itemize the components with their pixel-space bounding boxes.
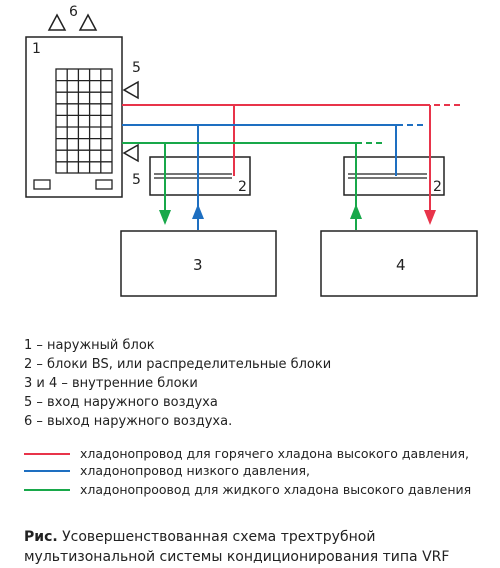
label-bs-left: 2: [238, 179, 247, 195]
vrf-diagram: 1 6 5 5 2 2 3 4: [25, 4, 478, 297]
bs-unit-left: 2: [149, 156, 251, 196]
swatch-low-pressure: [24, 470, 70, 472]
outlet-arrows-icon: [47, 13, 98, 31]
label-indoor-4: 4: [396, 256, 406, 274]
outdoor-unit: 1: [25, 36, 123, 198]
legend-item-5: 6 – выход наружного воздуха.: [24, 414, 233, 429]
pipe-liquid: [122, 142, 384, 230]
line-legend-liquid: хладонопроовод для жидкого хладона высок…: [80, 482, 472, 497]
inlet-arrow-top-icon: [122, 80, 139, 100]
legend-item-4: 5 – вход наружного воздуха: [24, 395, 218, 410]
legend-item-1: 1 – наружный блок: [24, 338, 155, 353]
label-outlet: 6: [69, 4, 78, 20]
caption-text: Усовершенствованная схема трехтрубной му…: [24, 529, 450, 565]
indoor-unit-4: 4: [320, 230, 478, 297]
label-inlet-top: 5: [132, 60, 141, 76]
label-indoor-3: 3: [193, 256, 203, 274]
line-legend-hot-gas: хладонопровод для горячего хладона высок…: [80, 446, 470, 461]
outdoor-unit-grille: [55, 68, 113, 174]
label-bs-right: 2: [433, 179, 442, 195]
inlet-arrow-bottom-icon: [122, 143, 139, 163]
swatch-hot-gas: [24, 453, 70, 455]
figure-caption: Рис. Усовершенствованная схема трехтрубн…: [24, 527, 484, 567]
swatch-liquid: [24, 489, 70, 491]
bs-unit-right: 2: [343, 156, 445, 196]
label-outdoor-unit: 1: [32, 41, 41, 57]
label-inlet-bottom: 5: [132, 172, 141, 188]
legend-item-2: 2 – блоки BS, или распределительные блок…: [24, 357, 332, 372]
indoor-unit-3: 3: [120, 230, 277, 297]
caption-prefix: Рис.: [24, 529, 58, 545]
outdoor-unit-foot-left: [33, 179, 51, 190]
line-legend-low-pressure: хладонопровод низкого давления,: [80, 463, 311, 478]
pipe-hot-gas: [122, 104, 460, 225]
outdoor-unit-foot-right: [95, 179, 113, 190]
legend-item-3: 3 и 4 – внутренние блоки: [24, 376, 198, 391]
